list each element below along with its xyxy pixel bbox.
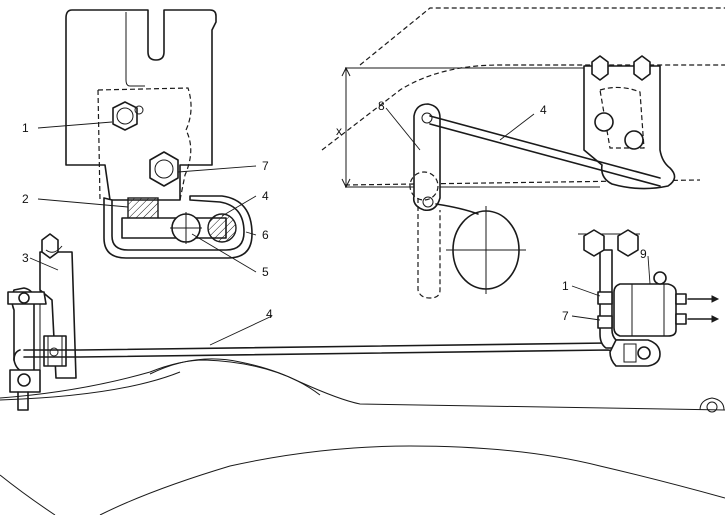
label-2: 2 — [22, 192, 29, 206]
nut-icon — [591, 55, 651, 81]
label-7-top: 7 — [262, 159, 269, 173]
label-7-bottom: 7 — [562, 309, 569, 323]
label-3: 3 — [22, 251, 29, 265]
detail-height-adjustment — [321, 7, 725, 299]
detail-bracket-assembly — [37, 9, 257, 273]
nut-icon — [583, 229, 639, 257]
label-4-top-right: 4 — [540, 103, 547, 117]
label-5: 5 — [262, 265, 269, 279]
main-rod-assembly — [0, 229, 725, 515]
label-4-top-left: 4 — [262, 189, 269, 203]
nut-icon — [41, 233, 59, 259]
label-9: 9 — [640, 247, 647, 261]
label-x: x — [336, 124, 342, 138]
label-6: 6 — [262, 228, 269, 242]
label-1-top: 1 — [22, 121, 29, 135]
label-4-bottom: 4 — [266, 307, 273, 321]
label-8: 8 — [378, 99, 385, 113]
nut-icon — [149, 151, 179, 187]
callout-labels: 1 2 7 4 6 5 3 8 4 x 4 9 1 7 — [22, 99, 647, 323]
label-1-bottom: 1 — [562, 279, 569, 293]
bolt-icon — [597, 291, 613, 329]
arrow-right-icon — [687, 295, 720, 323]
bolt-icon — [112, 101, 138, 131]
